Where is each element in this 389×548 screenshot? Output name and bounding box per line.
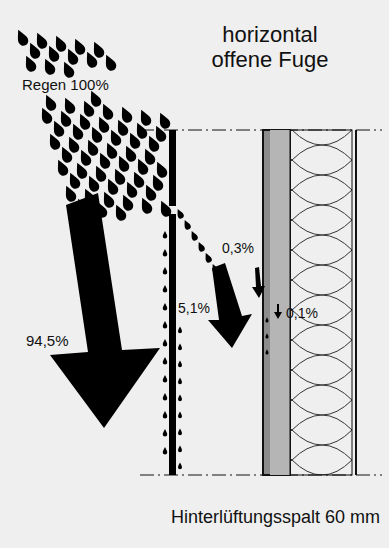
rain-drop (138, 196, 154, 216)
rain-drop (14, 28, 30, 48)
facade-panel (169, 130, 176, 475)
percentage-label: 94,5% (26, 332, 69, 349)
inner-lining (355, 130, 357, 475)
rain-drop (189, 230, 199, 242)
rain-drop (178, 343, 182, 350)
rain-drop (182, 219, 192, 231)
rain-drop (178, 462, 182, 469)
rain-drop (163, 447, 168, 455)
rain-drop (163, 339, 168, 347)
rain-drop (266, 317, 269, 322)
rain-drops (14, 28, 269, 469)
rain-drop (62, 184, 78, 204)
rain-drop (178, 326, 182, 333)
rain-drop (203, 252, 213, 264)
rain-drop (163, 411, 168, 419)
percentage-label: 5,1% (178, 300, 210, 316)
percentage-label: 0,3% (222, 240, 254, 256)
percentage-label: 0,1% (286, 305, 318, 321)
rain-drop (178, 394, 182, 401)
rain-drop (163, 393, 168, 401)
rain-drop (266, 349, 269, 354)
wall-layer (263, 130, 290, 475)
rain-drop (178, 428, 182, 435)
rain-drop (41, 57, 57, 77)
rain-drop (157, 199, 173, 219)
rain-drop (163, 429, 168, 437)
rain-drop (163, 321, 168, 329)
rain-drop (163, 357, 168, 365)
rain-drop (178, 445, 182, 452)
wall-layer (270, 130, 290, 475)
rain-drop (178, 377, 182, 384)
rain-drop (175, 208, 185, 220)
rain-drop (163, 303, 168, 311)
rain-drop (112, 203, 128, 223)
rain-drop (163, 249, 168, 257)
rain-drop (266, 333, 269, 338)
rain-drop (102, 53, 118, 73)
rain-drop (46, 132, 62, 152)
rain-label: Regen 100% (22, 76, 109, 93)
rain-drop (38, 106, 54, 126)
rain-drop (163, 267, 168, 275)
arrow-5 (208, 263, 252, 348)
arrow-01 (274, 304, 282, 319)
rain-drop (54, 158, 70, 178)
insulation (290, 130, 352, 475)
caption: Hinterlüftungsspalt 60 mm (110, 507, 380, 528)
rain-drop (178, 360, 182, 367)
rain-drop (196, 241, 206, 253)
diagram-title: horizontal offene Fuge (190, 22, 350, 73)
arrow-03 (252, 267, 265, 298)
rain-drop (163, 231, 168, 239)
rain-drop (22, 54, 38, 74)
arrow-94 (50, 193, 160, 428)
rain-drop (163, 285, 168, 293)
rain-drop (178, 411, 182, 418)
rain-drop (163, 375, 168, 383)
rain-drop (83, 50, 99, 70)
cut-line (140, 130, 382, 475)
